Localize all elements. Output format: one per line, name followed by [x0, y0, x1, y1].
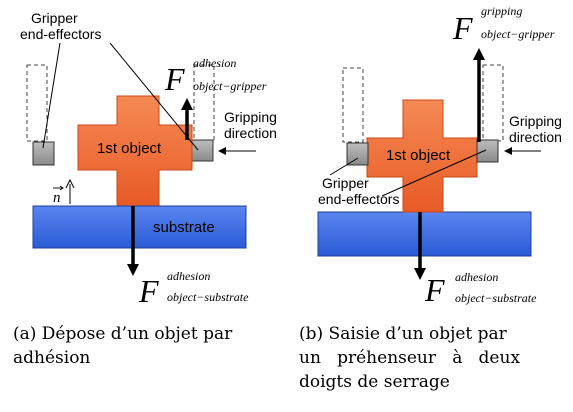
- gripper-finger-left-dashed: [26, 64, 48, 142]
- panel-b: 1st object Gripper end-effectors F gripp…: [317, 4, 566, 308]
- svg-text:Gripping direction: Gripping direction: [509, 113, 566, 145]
- caption-b-line3: doigts de serrage: [299, 372, 450, 392]
- gripper-finger-left-dashed-b: [342, 67, 364, 143]
- force-sup-top-b: gripping: [481, 4, 522, 18]
- substrate-a: [32, 205, 247, 249]
- caption-b-line2: un préhenseur à deux: [299, 348, 521, 368]
- svg-text:Gripper end-effectors: Gripper end-effectors: [318, 175, 399, 207]
- force-symbol-bottom-a: F: [138, 273, 159, 309]
- gripper-label-b-line2: end-effectors: [318, 191, 399, 207]
- substrate-label: substrate: [153, 219, 215, 236]
- end-effector-left-b: [346, 142, 369, 166]
- gripper-leader-left-b: [329, 157, 359, 176]
- force-sup-bottom-a: adhesion: [167, 269, 210, 283]
- panel-a: 1st object substrate Gripper end-effecto…: [20, 10, 281, 309]
- force-arrowhead-object-substrate-a: [127, 264, 139, 276]
- end-effector-right: [191, 139, 214, 162]
- object-label-a: 1st object: [97, 140, 162, 157]
- normal-vector-overarrow-head: [59, 185, 64, 191]
- gripper-leader-right: [109, 42, 199, 151]
- caption-a: (a) Dépose d’un objet par adhésion: [13, 322, 283, 370]
- force-sub-bottom-a: object−substrate: [167, 290, 249, 304]
- caption-b-line1: (b) Saisie d’un objet par: [299, 324, 507, 344]
- gripper-finger-right-dashed-b: [482, 64, 504, 142]
- gripper-label-b-line1: Gripper: [322, 175, 369, 191]
- gripping-direction-a-line2: direction: [224, 125, 277, 141]
- gripper-finger-right-dashed: [193, 64, 215, 142]
- force-sub-top-b: object−gripper: [481, 27, 555, 41]
- caption-a-line2: adhésion: [13, 348, 91, 368]
- force-symbol-top-a: F: [164, 61, 185, 97]
- force-arrowhead-object-gripper-a: [181, 98, 193, 110]
- gripper-label-a-line1: Gripper: [31, 10, 78, 26]
- gripping-direction-b-line1: Gripping: [509, 113, 562, 129]
- gripper-label-a-line2: end-effectors: [20, 26, 101, 42]
- gripper-leader-right-b: [381, 149, 487, 197]
- object-label-b: 1st object: [386, 147, 451, 164]
- gripping-direction-b-line2: direction: [509, 129, 562, 145]
- force-sup-top-a: adhesion: [193, 56, 236, 70]
- svg-text:Gripping direction: Gripping direction: [224, 109, 281, 141]
- gripper-leader-left: [42, 42, 61, 149]
- svg-text:Gripper end-effectors: Gripper end-effectors: [20, 10, 101, 42]
- force-symbol-top-b: F: [452, 10, 473, 46]
- object-cross-b: [366, 99, 478, 213]
- normal-vector-label: n: [53, 190, 61, 206]
- force-sub-top-a: object−gripper: [193, 79, 267, 93]
- force-symbol-bottom-b: F: [424, 272, 445, 308]
- substrate-b: [317, 211, 532, 257]
- force-arrowhead-object-substrate-b: [414, 268, 426, 280]
- end-effector-right-b: [476, 139, 499, 163]
- force-sup-bottom-b: adhesion: [455, 270, 498, 284]
- caption-b: (b) Saisie d’un objet par un préhenseur …: [299, 322, 571, 394]
- force-arrowhead-gripping-b: [473, 48, 485, 60]
- force-sub-bottom-b: object−substrate: [455, 291, 537, 305]
- gripping-direction-a-line1: Gripping: [224, 109, 277, 125]
- caption-a-line1: (a) Dépose d’un objet par: [13, 324, 233, 344]
- normal-vector-arrowhead: [65, 178, 75, 189]
